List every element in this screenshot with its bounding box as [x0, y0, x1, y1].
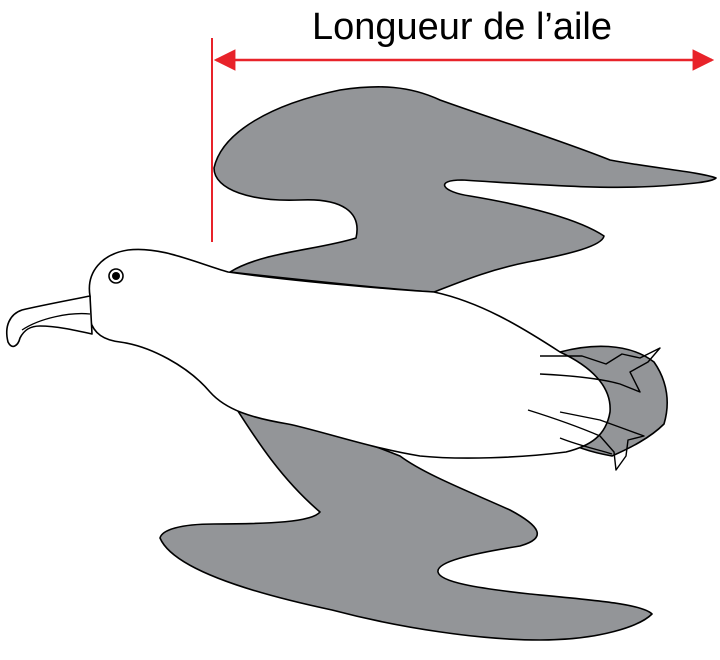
eye-pupil: [112, 272, 120, 280]
wing-length-label: Longueur de l’aile: [262, 2, 662, 52]
upper-wing: [214, 87, 716, 292]
beak: [7, 296, 92, 346]
